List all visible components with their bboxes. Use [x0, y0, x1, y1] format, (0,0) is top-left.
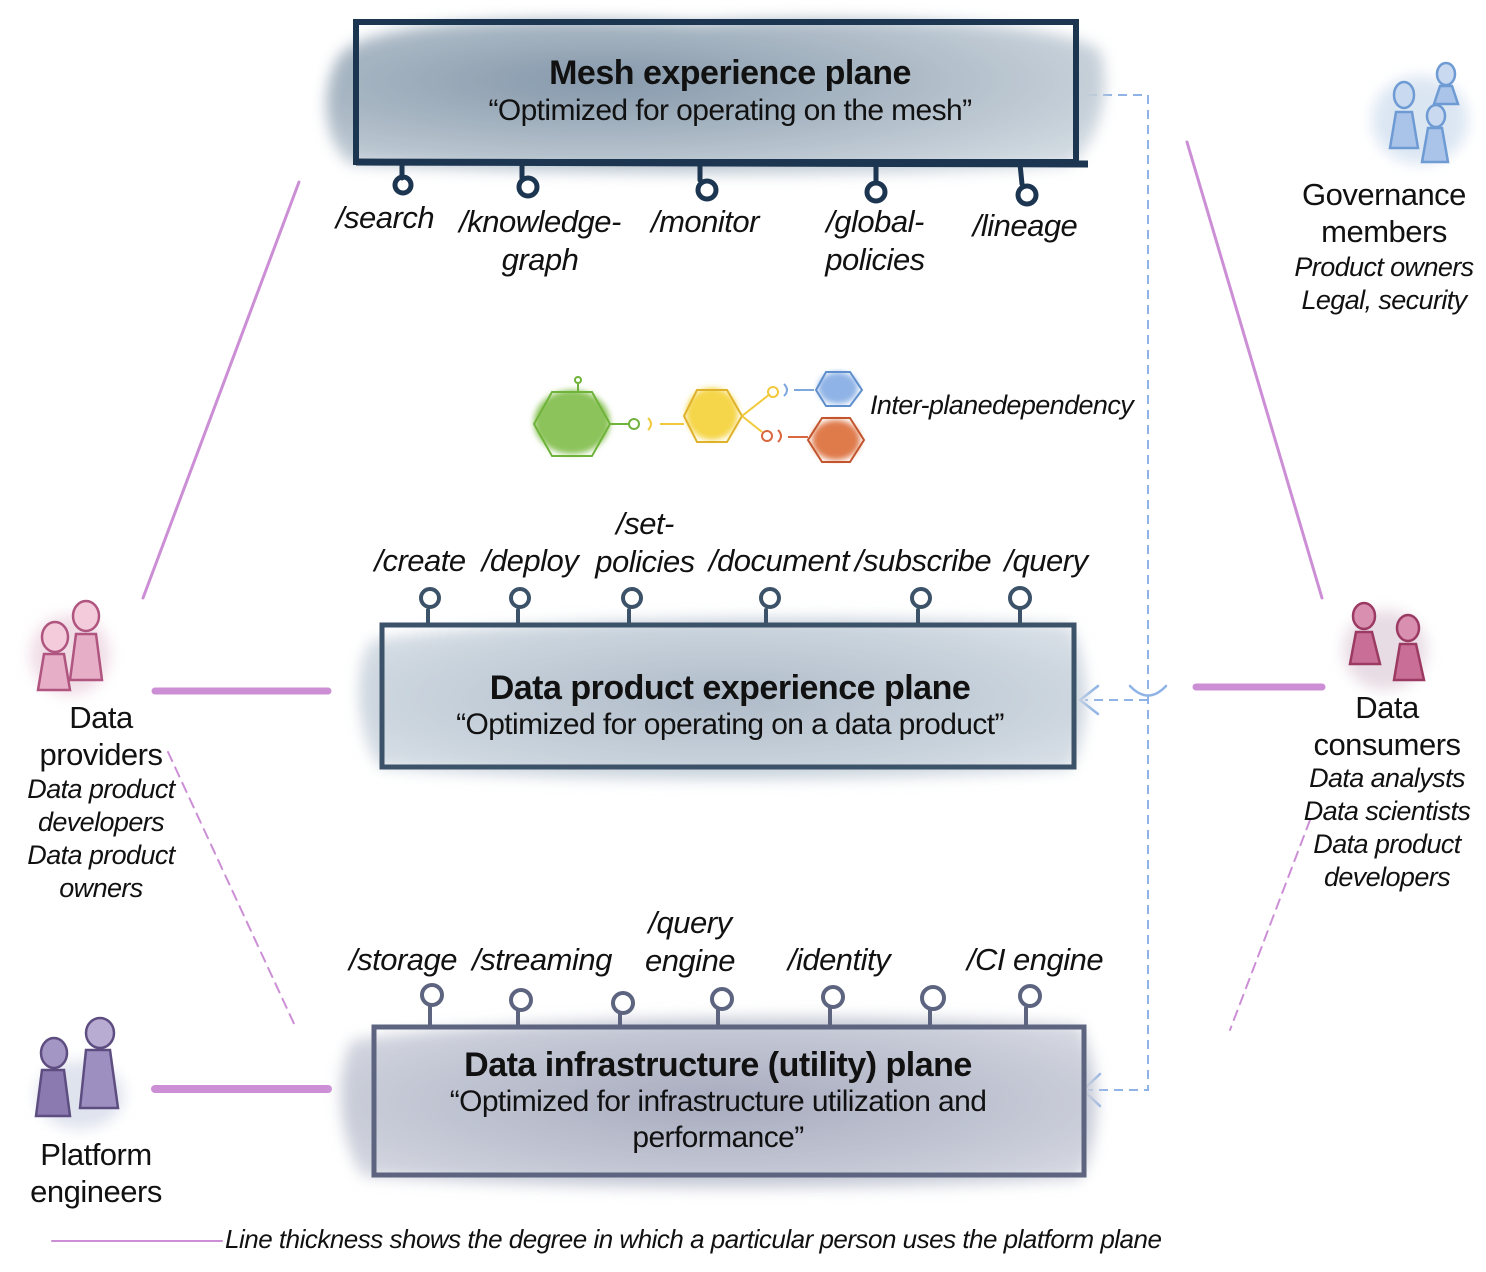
data-providers-roles: Data product developers Data product own…	[27, 774, 175, 903]
usage-lines	[51, 140, 1326, 1242]
platform-engineers-name: Platform engineers	[30, 1137, 162, 1209]
dependency-arrows	[1085, 94, 1149, 1091]
mesh-api-lineage: /lineage	[972, 208, 1078, 243]
mesh-api-monitor: /monitor	[651, 204, 759, 239]
dp-api-set-policies: /set- policies	[595, 506, 695, 579]
infrastructure-api-hooks	[420, 983, 1042, 1029]
infrastructure-plane-box	[340, 1016, 1097, 1188]
data-consumers-figures	[1343, 601, 1427, 690]
governance-members-name: Governance members	[1302, 177, 1466, 249]
infrastructure-plane-title: Data infrastructure (utility) plane	[464, 1046, 972, 1084]
infra-api-streaming: /streaming	[472, 942, 612, 977]
data-product-api-hooks	[419, 586, 1032, 627]
dependency-illustration	[532, 371, 866, 463]
providers-to-mesh-line	[141, 180, 301, 600]
mesh-plane-box	[326, 18, 1105, 175]
legend-text: Line thickness shows the degree in which…	[225, 1224, 1162, 1254]
mesh-api-global-policies: /global- policies	[825, 204, 925, 277]
infra-api-query-engine: /query engine	[644, 905, 736, 978]
mesh-plane-title: Mesh experience plane	[549, 54, 911, 92]
dependency-label: Inter-planedependency	[870, 390, 1134, 420]
infrastructure-plane-subtitle-line1: “Optimized for infrastructure utilizatio…	[449, 1085, 987, 1118]
mesh-api-hooks	[392, 161, 1039, 207]
data-product-plane-box	[359, 617, 1086, 780]
mesh-api-knowledge-graph: /knowledge- graph	[459, 204, 621, 277]
mesh-plane-subtitle: “Optimized for operating on the mesh”	[488, 94, 972, 127]
data-providers-figures	[30, 599, 110, 695]
infra-api-identity: /identity	[787, 942, 891, 977]
dp-api-document: /document	[708, 543, 850, 578]
providers-to-infrastructure-line	[167, 751, 297, 1029]
governance-members-figures	[1372, 61, 1468, 164]
data-product-plane-title: Data product experience plane	[489, 669, 971, 707]
data-consumers-name: Data consumers	[1313, 690, 1461, 762]
dp-api-create: /create	[374, 543, 466, 578]
data-consumers-roles: Data analysts Data scientists Data produ…	[1303, 763, 1471, 892]
data-providers-name: Data providers	[39, 700, 164, 772]
dp-api-query: /query	[1004, 543, 1088, 578]
consumers-to-infrastructure-line	[1229, 819, 1311, 1031]
infra-api-storage: /storage	[348, 942, 458, 977]
platform-engineers-figures	[34, 1016, 124, 1129]
governance-members-roles: Product owners Legal, security	[1294, 252, 1474, 315]
data-product-plane-subtitle: “Optimized for operating on a data produ…	[456, 708, 1004, 741]
dp-api-subscribe: /subscribe	[854, 543, 992, 578]
mesh-api-search: /search	[335, 200, 435, 235]
infra-api-ci-engine: /CI engine	[966, 942, 1104, 977]
governance-to-consumers-line	[1185, 140, 1324, 600]
dp-api-deploy: /deploy	[481, 543, 579, 578]
infrastructure-plane-subtitle-line2: performance”	[632, 1121, 804, 1154]
